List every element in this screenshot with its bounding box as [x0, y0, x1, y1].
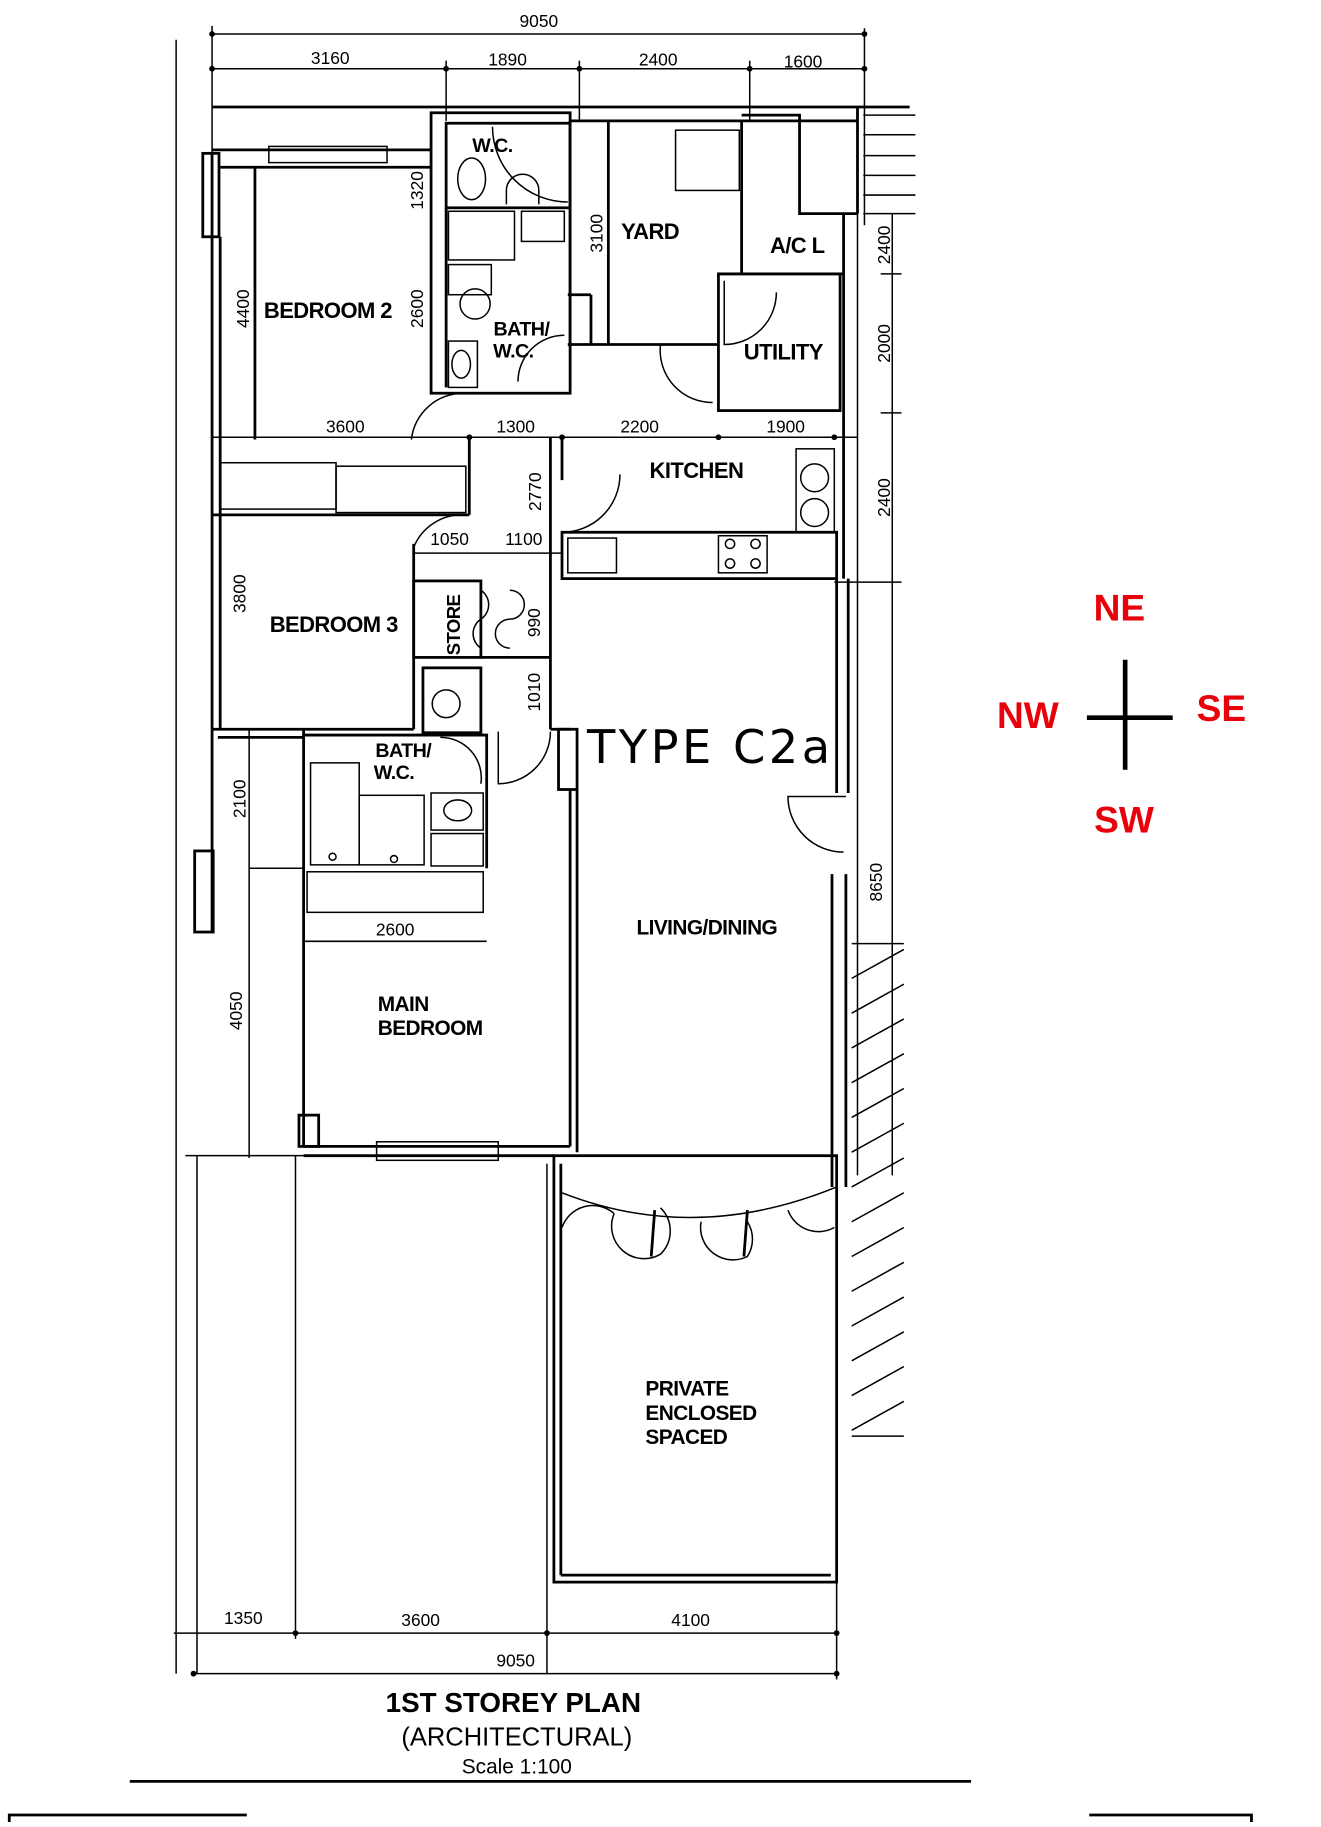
room-bath-2-line2: W.C. — [374, 762, 414, 784]
compass-se: SE — [1197, 687, 1246, 729]
compass-sw: SW — [1094, 798, 1154, 840]
room-labels: BEDROOM 2 BEDROOM 3 W.C. BATH/ W.C. YARD… — [264, 135, 834, 1449]
dim-top-3: 2400 — [639, 49, 678, 69]
dim-mid-4: 1900 — [766, 417, 805, 437]
dim-3800: 3800 — [230, 574, 250, 613]
dim-mid-3: 2200 — [620, 417, 659, 437]
dim-2400-a: 2400 — [874, 226, 894, 265]
dim-top-1: 3160 — [311, 48, 350, 68]
dim-bottom-total: 9050 — [496, 1651, 535, 1671]
balcony-railing — [863, 114, 916, 215]
dim-2770: 2770 — [525, 472, 545, 511]
dim-1010: 1010 — [524, 673, 544, 712]
dim-4400: 4400 — [233, 289, 253, 328]
compass-ne: NE — [1094, 586, 1146, 628]
dim-bottom-3: 4100 — [671, 1610, 710, 1630]
compass: NE NW SE SW — [997, 586, 1246, 840]
dim-mid-2: 1300 — [496, 417, 535, 437]
dim-top-2: 1890 — [488, 49, 527, 69]
room-kitchen: KITCHEN — [650, 458, 744, 483]
dimension-labels: 3600 1300 2200 1900 4400 1320 2600 3100 … — [224, 171, 894, 1671]
room-main-bedroom-line2: BEDROOM — [378, 1017, 483, 1040]
room-ac-ledge: A/C L — [770, 233, 825, 258]
dim-1050: 1050 — [430, 529, 469, 549]
dim-3100: 3100 — [587, 214, 607, 253]
dim-2000: 2000 — [874, 324, 894, 363]
compass-nw: NW — [997, 694, 1059, 736]
room-living-dining: LIVING/DINING — [636, 916, 777, 939]
hatched-ramp — [851, 942, 905, 1437]
room-wc: W.C. — [472, 135, 512, 157]
dim-1100: 1100 — [505, 529, 542, 549]
room-bedroom-3: BEDROOM 3 — [270, 612, 398, 637]
plan-subtitle: (ARCHITECTURAL) — [401, 1723, 632, 1751]
dim-2600-h: 2600 — [376, 920, 415, 940]
room-bath-2-line1: BATH/ — [375, 740, 432, 762]
dim-1320: 1320 — [407, 171, 427, 210]
room-store: STORE — [443, 594, 464, 655]
room-utility: UTILITY — [744, 340, 824, 365]
walls — [7, 39, 1253, 1822]
dim-bottom-1: 1350 — [224, 1608, 263, 1628]
dim-990: 990 — [524, 608, 544, 637]
room-bath-1-line2: W.C. — [493, 340, 533, 362]
room-pes-line1: PRIVATE — [645, 1378, 729, 1401]
room-pes-line2: ENCLOSED — [645, 1402, 757, 1425]
room-bath-1-line1: BATH/ — [494, 318, 551, 340]
dim-mid-1: 3600 — [326, 417, 365, 437]
unit-type-label: TYPE C2a — [586, 720, 834, 774]
dim-2600: 2600 — [407, 289, 427, 328]
room-yard: YARD — [621, 219, 679, 244]
dim-top-4: 1600 — [784, 52, 823, 72]
dim-bottom-2: 3600 — [401, 1610, 440, 1630]
room-bedroom-2: BEDROOM 2 — [264, 298, 392, 323]
room-main-bedroom-line1: MAIN — [378, 993, 429, 1016]
plan-scale: Scale 1:100 — [462, 1755, 572, 1778]
dim-8650: 8650 — [866, 863, 886, 902]
dim-2100: 2100 — [230, 779, 250, 818]
dim-top-total: 9050 — [520, 11, 559, 31]
room-pes-line3: SPACED — [645, 1426, 727, 1449]
plan-title: 1ST STOREY PLAN — [386, 1687, 641, 1718]
top-dimensions: 9050 3160 1890 2400 1600 — [209, 11, 868, 446]
dim-4050: 4050 — [226, 992, 246, 1031]
dim-2400-b: 2400 — [874, 478, 894, 517]
